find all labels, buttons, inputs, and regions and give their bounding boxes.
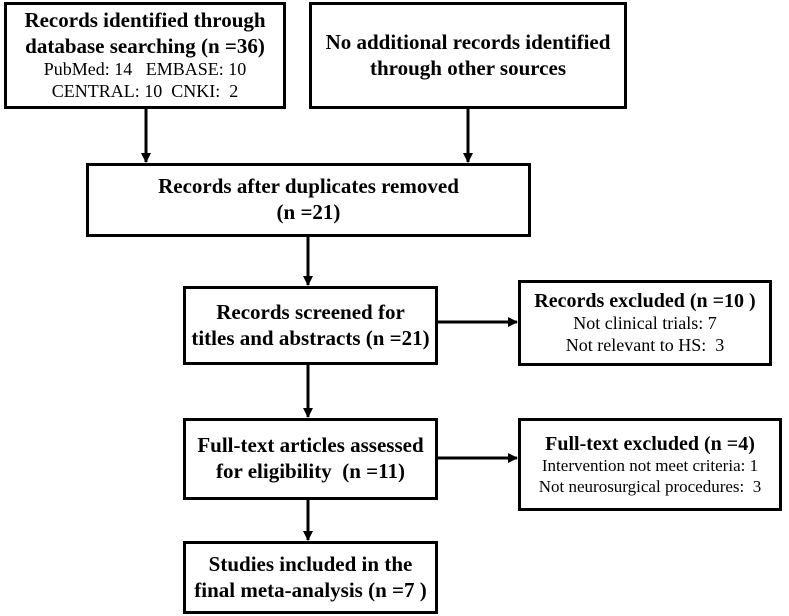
- box-studies-included: Studies included in the final meta-analy…: [183, 541, 438, 614]
- included-line1: Studies included in the: [208, 551, 413, 576]
- fulltext-excluded-line2: Intervention not meet criteria: 1: [541, 455, 759, 475]
- excluded-line3: Not relevant to HS: 3: [565, 335, 725, 356]
- additional-line1: No additional records identified: [325, 29, 611, 54]
- included-line2: final meta-analysis (n =7 ): [194, 577, 427, 602]
- box-duplicates-removed: Records after duplicates removed (n =21): [86, 163, 531, 237]
- duplicates-line2: (n =21): [276, 200, 341, 224]
- box-fulltext-excluded: Full-text excluded (n =4) Intervention n…: [518, 418, 782, 511]
- box-records-identified: Records identified through database sear…: [4, 2, 286, 109]
- identified-line1: Records identified through: [24, 7, 266, 32]
- additional-line2: through other sources: [369, 55, 566, 80]
- screened-line1: Records screened for: [216, 299, 405, 324]
- excluded-line2: Not clinical trials: 7: [573, 313, 717, 334]
- box-fulltext-assessed: Full-text articles assessed for eligibil…: [183, 418, 438, 500]
- box-additional-records: No additional records identified through…: [309, 2, 627, 109]
- box-records-excluded: Records excluded (n =10 ) Not clinical t…: [518, 280, 772, 366]
- fulltext-excluded-line1: Full-text excluded (n =4): [545, 432, 755, 455]
- identified-line2: database searching (n =36): [25, 33, 265, 58]
- identified-line4: CENTRAL: 10 CNKI: 2: [51, 81, 239, 102]
- fulltext-line2: for eligibility (n =11): [216, 459, 405, 483]
- box-records-screened: Records screened for titles and abstract…: [183, 286, 438, 365]
- fulltext-line1: Full-text articles assessed: [197, 433, 424, 458]
- duplicates-line1: Records after duplicates removed: [158, 174, 459, 199]
- identified-line3: PubMed: 14 EMBASE: 10: [43, 59, 247, 80]
- fulltext-excluded-line3: Not neurosurgical procedures: 3: [538, 476, 762, 496]
- screened-line2: titles and abstracts (n =21): [191, 325, 430, 350]
- excluded-line1: Records excluded (n =10 ): [534, 289, 756, 312]
